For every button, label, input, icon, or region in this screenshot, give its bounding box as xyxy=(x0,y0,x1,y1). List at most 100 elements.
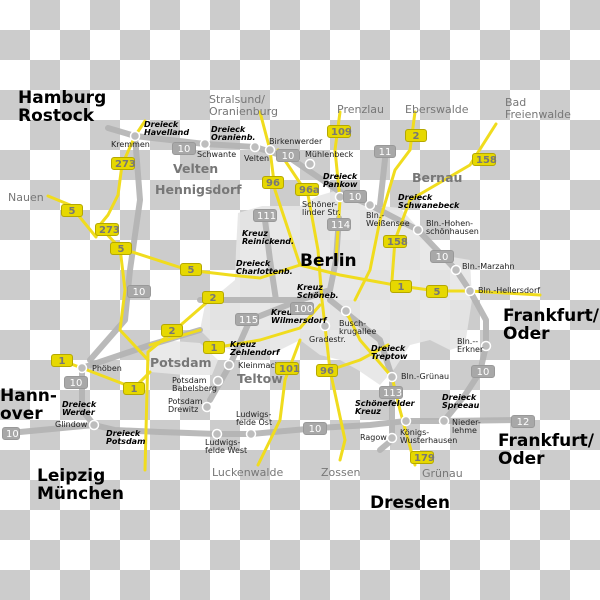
destination-label-hannover: Hann- over xyxy=(0,386,57,424)
place-dot-icon xyxy=(264,144,276,156)
junction-label-kreuz-wilmersdorf: Kreuz Wilmersdorf xyxy=(271,308,327,326)
destination-label-bad-freienwalde: Bad Freienwalde xyxy=(505,96,571,121)
destination-label-frankfurt1: Frankfurt/ Oder xyxy=(503,306,600,344)
federal-road-shield-b2a: 2 xyxy=(202,291,224,304)
place-label-bln-hellersdorf: Bln.-Hellersdorf xyxy=(478,286,541,295)
place-label-bln-weissensee: Bln.- Weißensee xyxy=(366,211,410,229)
destination-label-frankfurt2: Frankfurt/ Oder xyxy=(498,431,595,469)
federal-road-shield-b5a: 5 xyxy=(61,204,83,217)
place-dot-icon xyxy=(245,428,257,440)
federal-road-shield-b96b: 96a xyxy=(295,183,320,196)
place-dot-icon xyxy=(480,340,492,352)
federal-road-shield-b1a: 1 xyxy=(51,354,73,367)
junction-label-dreieck-spreeau: Dreieck Spreeau xyxy=(442,393,480,411)
place-label-bln-marzahn: Bln.-Marzahn xyxy=(462,262,515,271)
place-dot-icon xyxy=(340,305,352,317)
place-dot-icon xyxy=(304,158,316,170)
federal-road-shield-b5d: 5 xyxy=(426,285,448,298)
junction-label-dreieck-oranienb: Dreieck Oranienb. xyxy=(211,125,256,143)
place-dot-icon xyxy=(450,264,462,276)
federal-road-shield-b101: 101 xyxy=(275,362,300,375)
federal-road-shield-b158a: 158 xyxy=(472,153,497,166)
junction-label-kreuz-zehlendorf: Kreuz Zehlendorf xyxy=(230,340,280,358)
place-markers xyxy=(76,130,492,444)
junction-label-dreieck-potsdam: Dreieck Potsdam xyxy=(106,429,146,447)
place-dot-icon xyxy=(76,362,88,374)
junction-label-dreieck-havelland: Dreieck Havelland xyxy=(144,120,190,138)
autobahn-shield-a113: 113 xyxy=(379,386,403,399)
place-dot-icon xyxy=(438,415,450,427)
place-label-bln-erkner: Bln.-- Erkner xyxy=(457,337,484,355)
federal-road-shield-b1c: 1 xyxy=(203,341,225,354)
place-label-glindow: Glindow xyxy=(55,420,88,429)
federal-road-shield-b1d: 1 xyxy=(390,280,412,293)
place-label-ludwigsfelde-west: Ludwigs- felde West xyxy=(205,438,248,456)
autobahn-shield-a10g: 10 xyxy=(471,365,495,378)
destination-label-stralsund: Stralsund/ Oranienburg xyxy=(209,93,278,118)
place-label-ragow: Ragow xyxy=(360,433,387,442)
destination-label-gruenau-s: Grünau xyxy=(422,467,463,480)
destination-label-prenzlau: Prenzlau xyxy=(337,103,385,116)
place-dot-icon xyxy=(412,224,424,236)
place-label-kleinmachnow: Kleinmachnow xyxy=(238,361,297,370)
place-dot-icon xyxy=(386,432,398,444)
region-label-velten: Velten xyxy=(173,161,219,176)
autobahn-shield-a115: 115 xyxy=(235,313,259,326)
place-label-kremmen: Kremmen xyxy=(111,140,150,149)
place-dot-icon xyxy=(199,138,211,150)
region-label-potsdam: Potsdam xyxy=(150,355,212,370)
junction-label-dreieck-schwanebeck: Dreieck Schwanebeck xyxy=(398,193,460,211)
place-dot-icon xyxy=(386,371,398,383)
destination-label-luckenwalde: Luckenwalde xyxy=(212,466,284,479)
destination-label-hamburg: Hamburg Rostock xyxy=(18,88,107,126)
place-dot-icon xyxy=(212,375,224,387)
destination-label-eberswalde: Eberswalde xyxy=(405,103,469,116)
place-label-niederlehme: Nieder- lehme xyxy=(452,418,481,436)
place-label-bln-hohenschoenhausen: Bln.-Hohen- schönhausen xyxy=(426,219,479,237)
autobahn-shield-a10a: 10 xyxy=(172,142,196,155)
place-dot-icon xyxy=(88,419,100,431)
autobahn-shield-a11: 11 xyxy=(374,145,396,158)
place-dot-icon xyxy=(464,285,476,297)
place-label-schoenerlinder: Schöner- linder Str. xyxy=(302,200,341,218)
place-dot-icon xyxy=(223,359,235,371)
federal-road-shield-b96a: 96 xyxy=(262,176,284,189)
federal-road-shield-b273b: 273 xyxy=(95,223,120,236)
place-label-schwante: Schwante xyxy=(197,150,237,159)
autobahn-shield-a100: 100 xyxy=(290,302,314,315)
autobahn-shield-a10f: 10 xyxy=(64,376,88,389)
place-label-birkenwerder: Birkenwerder xyxy=(269,137,323,146)
federal-road-shield-b2b: 2 xyxy=(161,324,183,337)
autobahn-shield-a10i: 10 xyxy=(2,427,20,440)
place-dot-icon xyxy=(211,428,223,440)
place-label-muehlenbeck: Mühlenbeck xyxy=(305,150,354,159)
junction-label-dreieck-werder: Dreieck Werder xyxy=(62,400,97,418)
place-label-velten-pl: Velten xyxy=(244,154,270,163)
autobahn-shield-a111: 111 xyxy=(253,209,277,222)
junction-label-dreieck-pankow: Dreieck Pankow xyxy=(323,172,358,190)
junction-label-kreuz-schoeneb: Kreuz Schöneb. xyxy=(297,283,339,301)
federal-road-shield-b179: 179 xyxy=(410,451,435,464)
junction-label-schoenefelder-kreuz: Schönefelder Kreuz xyxy=(355,399,415,417)
federal-road-shield-b5b: 5 xyxy=(110,242,132,255)
place-dot-icon xyxy=(319,320,331,332)
place-label-bln-gruenau: Bln.-Grünau xyxy=(401,372,450,381)
federal-road-shield-b1b: 1 xyxy=(123,382,145,395)
federal-road-shield-b109: 109 xyxy=(327,125,352,138)
autobahn-shield-a10e: 10 xyxy=(127,285,151,298)
region-label-bernau: Bernau xyxy=(412,170,463,185)
potsdam-area xyxy=(148,340,218,375)
federal-road-shield-b273a: 273 xyxy=(111,157,136,170)
federal-road-shield-b2c: 2 xyxy=(405,129,427,142)
place-dot-icon xyxy=(400,415,412,427)
place-dot-icon xyxy=(364,199,376,211)
autobahn-shield-a114: 114 xyxy=(327,218,351,231)
federal-road-shield-b158b: 158 xyxy=(383,235,408,248)
autobahn-shield-a10b: 10 xyxy=(276,149,300,162)
autobahn-shield-a12: 12 xyxy=(511,415,535,428)
place-dot-icon xyxy=(249,141,261,153)
place-dot-icon xyxy=(201,401,213,413)
region-label-teltow: Teltow xyxy=(237,371,283,386)
place-label-phoeben: Phöben xyxy=(92,364,122,373)
place-label-ludwigsfelde-ost: Ludwigs- felde Ost xyxy=(236,410,273,428)
